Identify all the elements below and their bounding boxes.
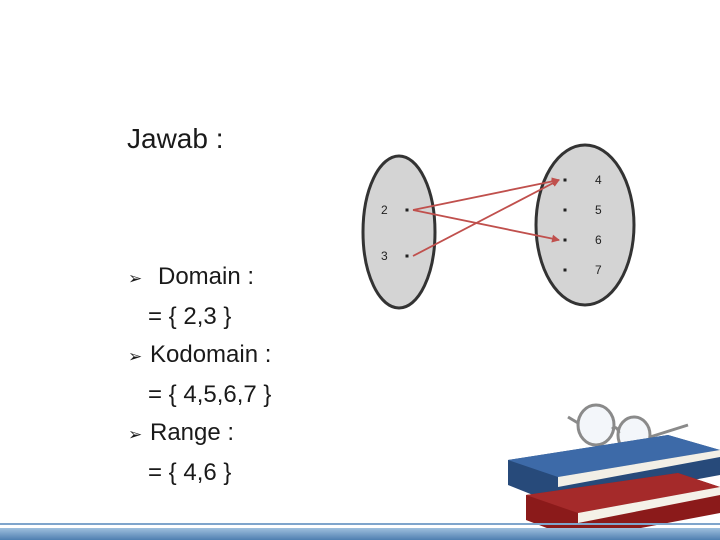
domain-value: = { 2,3 } (148, 303, 232, 330)
codomain-element-label: 7 (595, 263, 602, 277)
mapping-arrow (412, 179, 560, 257)
codomain-element-dot (563, 178, 567, 182)
mapping-arrow (412, 177, 560, 211)
domain-element-dot (405, 254, 409, 258)
footer-bar (0, 528, 720, 540)
codomain-element-dot (563, 208, 567, 212)
bullet-domain-label: ➢ Domain : (128, 258, 358, 298)
codomain-element-dot (563, 268, 567, 272)
bullet-kodomain-label: ➢ Kodomain : (128, 336, 358, 376)
codomain-element-label: 6 (595, 233, 602, 247)
mapping-diagram: 2 3 4 5 6 7 (361, 143, 636, 310)
arrow-bullet-icon: ➢ (128, 347, 143, 367)
mapping-arrow (412, 209, 560, 243)
arrow-bullet-icon: ➢ (128, 425, 143, 445)
domain-element-label: 2 (381, 203, 388, 217)
codomain-element-label: 5 (595, 203, 602, 217)
domain-element-dot (405, 208, 409, 212)
range-label: Range : (150, 419, 235, 446)
arrow-bullet-icon: ➢ (128, 269, 143, 289)
codomain-element-label: 4 (595, 173, 602, 187)
footer-line (0, 523, 720, 525)
glasses-icon (567, 403, 689, 455)
answer-list: ➢ Domain : = { 2,3 } ➢ Kodomain : = { 4,… (128, 258, 358, 492)
domain-label: Domain : (158, 263, 255, 290)
bullet-range-label: ➢ Range : (128, 414, 358, 454)
range-value: = { 4,6 } (148, 459, 232, 486)
codomain-set-ellipse (534, 143, 636, 307)
books-with-glasses-illustration (508, 403, 720, 540)
slide-title: Jawab : (127, 123, 224, 154)
kodomain-value: = { 4,5,6,7 } (148, 381, 272, 408)
kodomain-label: Kodomain : (150, 341, 272, 368)
domain-set-ellipse (361, 154, 437, 310)
domain-element-label: 3 (381, 249, 388, 263)
codomain-element-dot (563, 238, 567, 242)
